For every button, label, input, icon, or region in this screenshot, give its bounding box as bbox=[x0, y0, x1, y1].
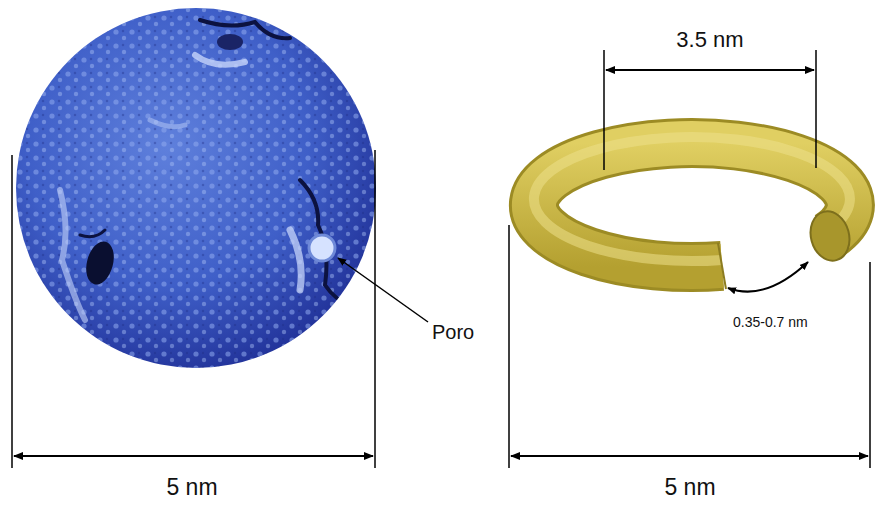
torus-ring bbox=[534, 137, 855, 289]
capsid-sphere bbox=[16, 8, 376, 368]
part-label: Poro bbox=[432, 321, 474, 343]
dimension-label: 0.35-0.7 nm bbox=[733, 315, 808, 330]
pore bbox=[217, 34, 243, 50]
pore bbox=[309, 235, 335, 261]
dimension-label: 3.5 nm bbox=[676, 28, 743, 52]
tube-end bbox=[805, 207, 855, 265]
dimension-label: 5 nm bbox=[166, 475, 217, 500]
leader-line bbox=[338, 258, 428, 322]
dimension-lines bbox=[509, 50, 870, 468]
pore bbox=[82, 238, 119, 287]
dimension-lines bbox=[12, 150, 375, 468]
dimension-label: 5 nm bbox=[664, 475, 715, 500]
